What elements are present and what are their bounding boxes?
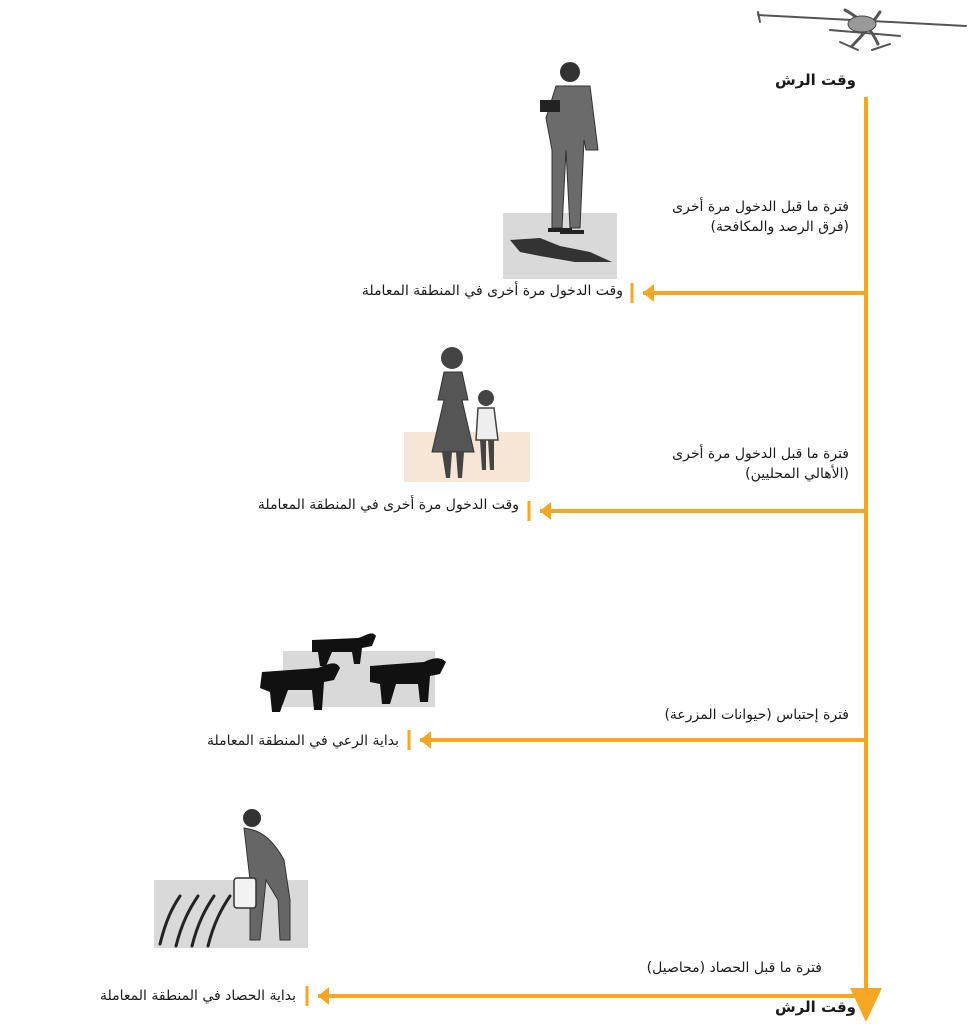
branch-3-arrow: [407, 730, 866, 750]
airplane-icon: [757, 8, 967, 51]
stage-3-event-label: بداية الرعي في المنطقة المعاملة: [206, 733, 399, 749]
stage-3-period-label: فترة إحتباس (حيوانات المزرعة): [664, 707, 849, 723]
harvester-icon: [154, 809, 308, 948]
branch-2-arrow: [527, 501, 866, 521]
stage-4-period-label: فترة ما قبل الحصاد (محاصيل): [646, 960, 822, 976]
bottom-spray-time-label: وقت الرش: [774, 998, 856, 1016]
stage-1-period-label: فترة ما قبل الدخول مرة أخرى (فرق الرصد و…: [672, 199, 849, 235]
branch-4-arrow: [305, 986, 860, 1006]
stage-2-period-label: فترة ما قبل الدخول مرة أخرى (الأهالي الم…: [672, 446, 849, 482]
stage-2-event-label: وقت الدخول مرة أخرى في المنطقة المعاملة: [257, 497, 519, 513]
survey-worker-icon: [503, 62, 617, 279]
branch-1-arrow: [630, 283, 866, 303]
stage-1-event-label: وقت الدخول مرة أخرى في المنطقة المعاملة: [361, 283, 623, 299]
stage-4-event-label: بداية الحصاد في المنطقة المعاملة: [100, 988, 296, 1004]
top-spray-time-label: وقت الرش: [774, 71, 856, 89]
mother-child-icon: [404, 347, 530, 482]
cattle-icon: [260, 633, 446, 712]
